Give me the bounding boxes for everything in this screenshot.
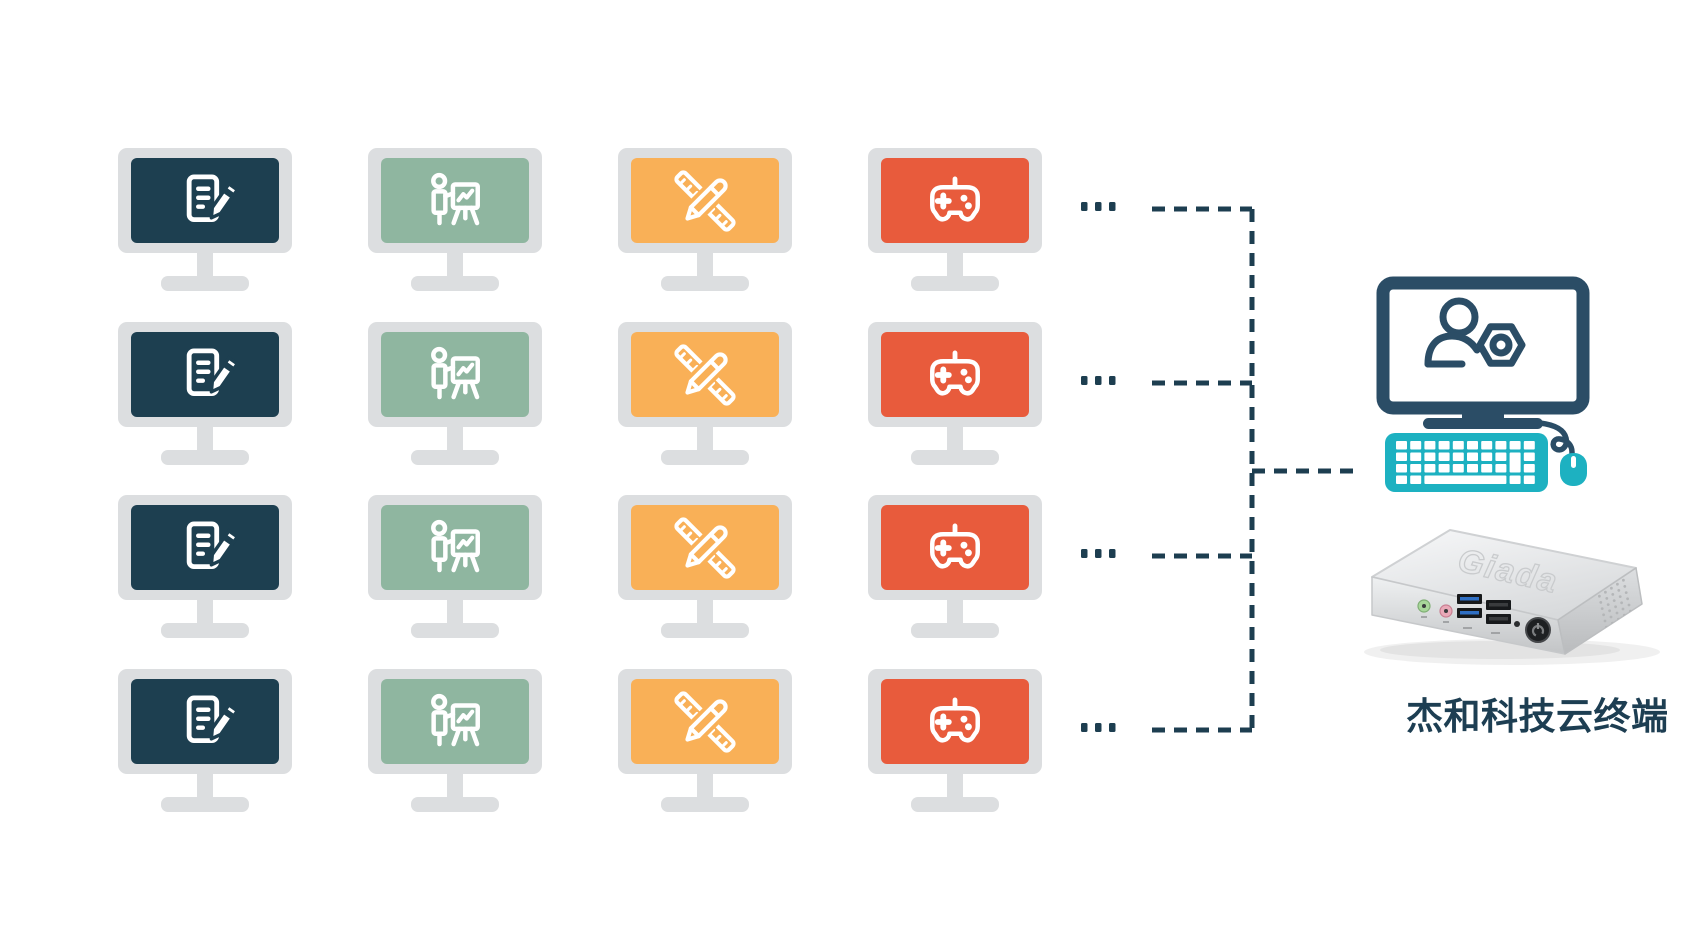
row-ellipsis-dot [1095, 549, 1102, 558]
client-monitor-presentation-teaching [368, 322, 542, 467]
admin-mouse [1560, 453, 1587, 486]
device-vents [1596, 572, 1634, 635]
audio-jack [1417, 599, 1431, 613]
document-edit-icon [170, 517, 240, 579]
keyboard-keys [1396, 441, 1535, 484]
gamepad-icon [920, 517, 990, 579]
presentation-icon [420, 691, 490, 753]
presentation-icon [420, 170, 490, 232]
terminal-label: 杰和科技云终端 [1406, 696, 1669, 737]
admin-monitor-base [1423, 418, 1543, 429]
client-monitor-design-tools [618, 322, 792, 467]
document-edit-icon [170, 691, 240, 753]
mouse-wheel [1571, 456, 1576, 468]
client-monitor-presentation-teaching [368, 495, 542, 640]
user-icon [1424, 297, 1481, 368]
ruler-pencil-icon [670, 344, 740, 406]
device-right-face [1557, 567, 1643, 655]
document-edit-icon [170, 344, 240, 406]
row-ellipsis-dot [1109, 549, 1116, 558]
ruler-pencil-icon [670, 691, 740, 753]
row-ellipsis-dot [1109, 376, 1116, 385]
usb-ports [1457, 594, 1511, 624]
row-ellipsis-dot [1081, 723, 1088, 732]
gamepad-icon [920, 691, 990, 753]
presentation-icon [420, 517, 490, 579]
row-ellipsis-dot [1081, 549, 1088, 558]
gear-nut-icon [1476, 323, 1526, 367]
client-monitor-design-tools [618, 495, 792, 640]
gamepad-icon [920, 344, 990, 406]
ruler-pencil-icon [670, 517, 740, 579]
presentation-icon [420, 344, 490, 406]
device-top-face [1371, 529, 1637, 621]
connector-lines [1081, 202, 1358, 733]
admin-monitor-neck [1462, 404, 1504, 422]
device-front-face [1371, 576, 1566, 655]
admin-monitor [1376, 276, 1590, 415]
client-monitor-gaming [868, 148, 1042, 293]
row-ellipsis-dot [1095, 723, 1102, 732]
row-ellipsis-dot [1081, 202, 1088, 211]
client-monitor-presentation-teaching [368, 148, 542, 293]
mic-jack [1439, 604, 1453, 618]
row-ellipsis-dot [1109, 723, 1116, 732]
admin-keyboard [1385, 433, 1548, 492]
client-monitor-office-documents [118, 322, 292, 467]
giada-logo: Giada [1455, 541, 1562, 600]
client-monitor-design-tools [618, 148, 792, 293]
row-ellipsis-dot [1095, 202, 1102, 211]
row-ellipsis-dot [1095, 376, 1102, 385]
client-monitor-office-documents [118, 495, 292, 640]
client-monitor-presentation-teaching [368, 669, 542, 814]
client-monitor-gaming [868, 669, 1042, 814]
device-front-ports [1417, 594, 1551, 643]
client-monitor-office-documents [118, 148, 292, 293]
gamepad-icon [920, 170, 990, 232]
client-monitor-gaming [868, 495, 1042, 640]
ruler-pencil-icon [670, 170, 740, 232]
client-monitor-office-documents [118, 669, 292, 814]
admin-computer-illustration [1376, 276, 1590, 492]
document-edit-icon [170, 170, 240, 232]
client-monitor-gaming [868, 322, 1042, 467]
row-ellipsis-dot [1109, 202, 1116, 211]
cloud-terminal-device: Giada [1364, 529, 1660, 665]
client-monitor-design-tools [618, 669, 792, 814]
mouse-cable [1537, 420, 1575, 459]
reset-hole [1514, 621, 1520, 627]
row-ellipsis-dot [1081, 376, 1088, 385]
power-button [1525, 617, 1551, 643]
